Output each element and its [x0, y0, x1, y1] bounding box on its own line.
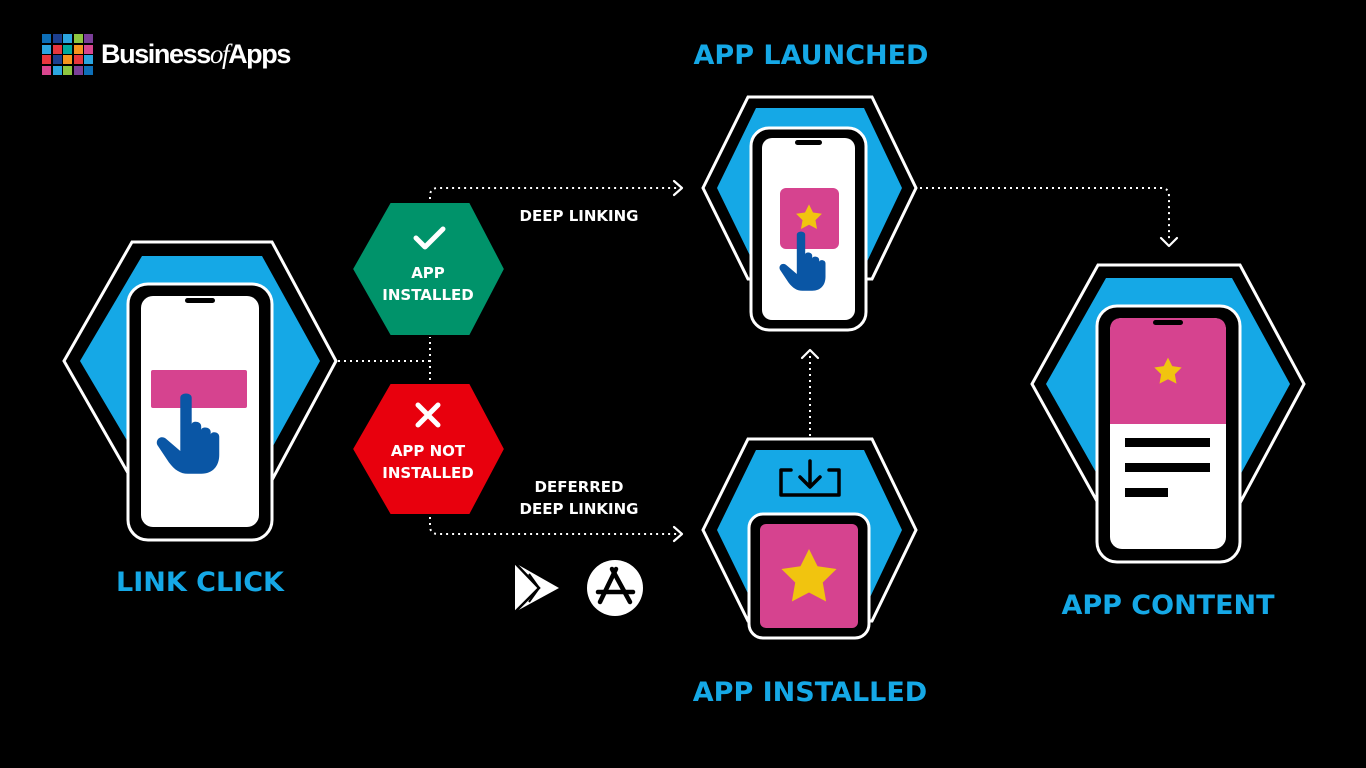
app-content-node: APP CONTENT [1030, 263, 1306, 621]
connector-lines [338, 187, 1170, 535]
checkmark-icon [413, 226, 446, 250]
logo-grid-icon [42, 34, 93, 75]
arrow-head-to-launched [800, 348, 820, 360]
deferred-label-line1: DEFERRED [535, 478, 624, 496]
google-play-icon [514, 562, 559, 613]
arrow-head-deep-linking [672, 179, 684, 197]
app-installed-label: APP INSTALLED [693, 677, 927, 708]
deferred-label-line2: DEEP LINKING [520, 500, 639, 518]
app-installed-node: APP INSTALLED [693, 437, 927, 708]
logo-grid-cell [63, 34, 72, 43]
logo-grid-cell [73, 34, 83, 43]
logo-grid-cell [52, 44, 62, 54]
arrow-head-to-content [1159, 236, 1179, 248]
logo-grid-cell [42, 44, 51, 54]
logo-grid-cell [63, 65, 72, 75]
logo-grid-cell [84, 65, 93, 75]
arrow-head-deferred [672, 525, 684, 543]
cross-icon [415, 402, 441, 428]
deep-linking-label: DEEP LINKING [520, 207, 639, 225]
logo-grid-cell [84, 55, 93, 64]
app-store-icon [587, 560, 643, 616]
decision-app-installed: APP INSTALLED [350, 201, 507, 337]
connector-launched-to-content [920, 187, 1170, 242]
logo-text: BusinessofApps [101, 38, 291, 69]
content-line [1125, 438, 1210, 447]
logo-grid-cell [42, 34, 51, 43]
logo-grid-cell [63, 55, 72, 64]
logo-grid-cell [63, 44, 72, 54]
link-click-label: LINK CLICK [116, 567, 285, 598]
logo-grid-cell [42, 65, 51, 75]
app-content-label: APP CONTENT [1061, 590, 1275, 621]
app-launched-label: APP LAUNCHED [694, 40, 929, 71]
logo-grid-cell [84, 34, 93, 43]
logo-grid-cell [84, 44, 93, 54]
content-line [1125, 463, 1210, 472]
decision-installed-line1: APP [411, 264, 445, 282]
logo-grid-cell [73, 65, 83, 75]
app-launched-node: APP LAUNCHED [694, 40, 929, 332]
logo-grid-cell [73, 55, 83, 64]
logo-grid-cell [52, 55, 62, 64]
decision-app-not-installed: APP NOT INSTALLED [350, 382, 507, 516]
download-icon [779, 459, 841, 497]
content-line [1125, 488, 1168, 497]
logo-grid-cell [42, 55, 51, 64]
connector-deferred [429, 517, 680, 535]
link-button-shape [151, 370, 247, 408]
link-click-node: LINK CLICK [62, 240, 338, 598]
decision-installed-line2: INSTALLED [382, 286, 473, 304]
logo-grid-cell [52, 65, 62, 75]
decision-not-installed-line2: INSTALLED [382, 464, 473, 482]
logo-grid-cell [73, 44, 83, 54]
logo-grid-cell [52, 34, 62, 43]
decision-not-installed-line1: APP NOT [391, 442, 466, 460]
business-of-apps-logo: BusinessofApps [42, 34, 291, 75]
